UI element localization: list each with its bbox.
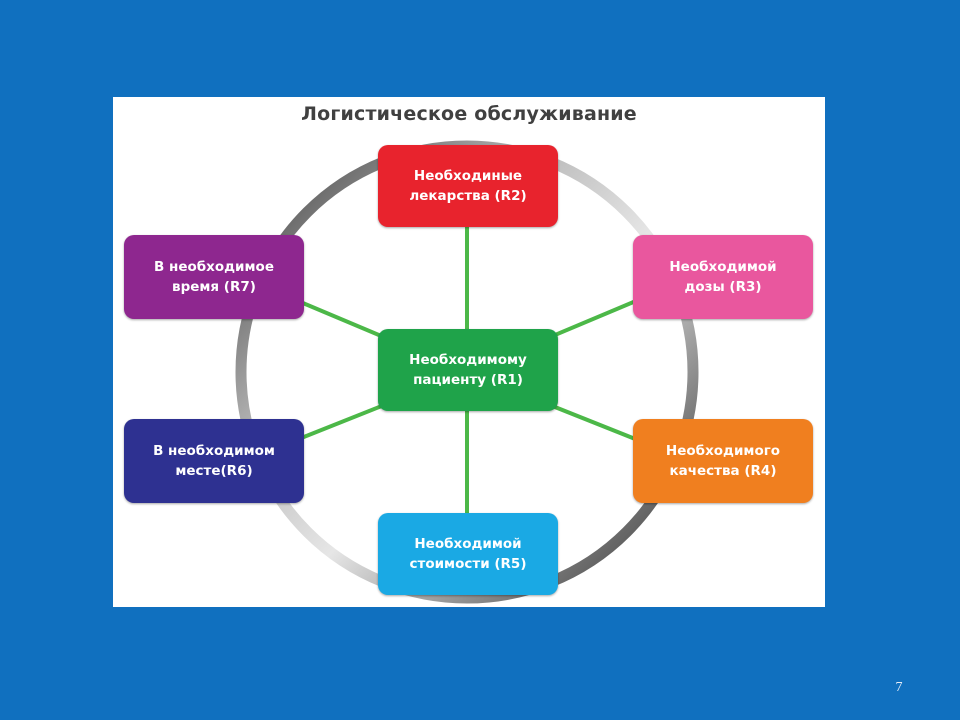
- node-r4-line1: Необходимого: [665, 443, 781, 459]
- node-r7-line2: время (R7): [172, 279, 256, 295]
- node-r6: В необходимом месте(R6): [124, 419, 304, 503]
- page-number: 7: [895, 680, 903, 695]
- node-r7-line1: В необходимое: [154, 259, 274, 275]
- node-r2-line2: лекарства (R2): [409, 188, 527, 204]
- node-r4: Необходимого качества (R4): [633, 419, 813, 503]
- node-r1-line1: Необходимому: [409, 352, 527, 368]
- node-r2-line1: Необходиные: [413, 168, 523, 184]
- node-r3-line1: Необходимой: [669, 259, 777, 275]
- node-r6-line2: месте(R6): [175, 463, 253, 479]
- node-r1-line2: пациенту (R1): [413, 372, 523, 388]
- node-r7: В необходимое время (R7): [124, 235, 304, 319]
- node-r3: Необходимой дозы (R3): [633, 235, 813, 319]
- node-r5-line2: стоимости (R5): [409, 556, 527, 572]
- node-r1-center: Необходимому пациенту (R1): [378, 329, 558, 411]
- diagram-panel: Логистическое обслуживание Необходимому п…: [113, 97, 825, 607]
- node-r5: Необходимой стоимости (R5): [378, 513, 558, 595]
- node-r4-line2: качества (R4): [669, 463, 777, 479]
- node-r6-line1: В необходимом: [153, 443, 275, 459]
- node-r3-line2: дозы (R3): [684, 279, 762, 295]
- diagram-title: Логистическое обслуживание: [301, 103, 637, 125]
- node-r2: Необходиные лекарства (R2): [378, 145, 558, 227]
- node-r5-line1: Необходимой: [414, 536, 522, 552]
